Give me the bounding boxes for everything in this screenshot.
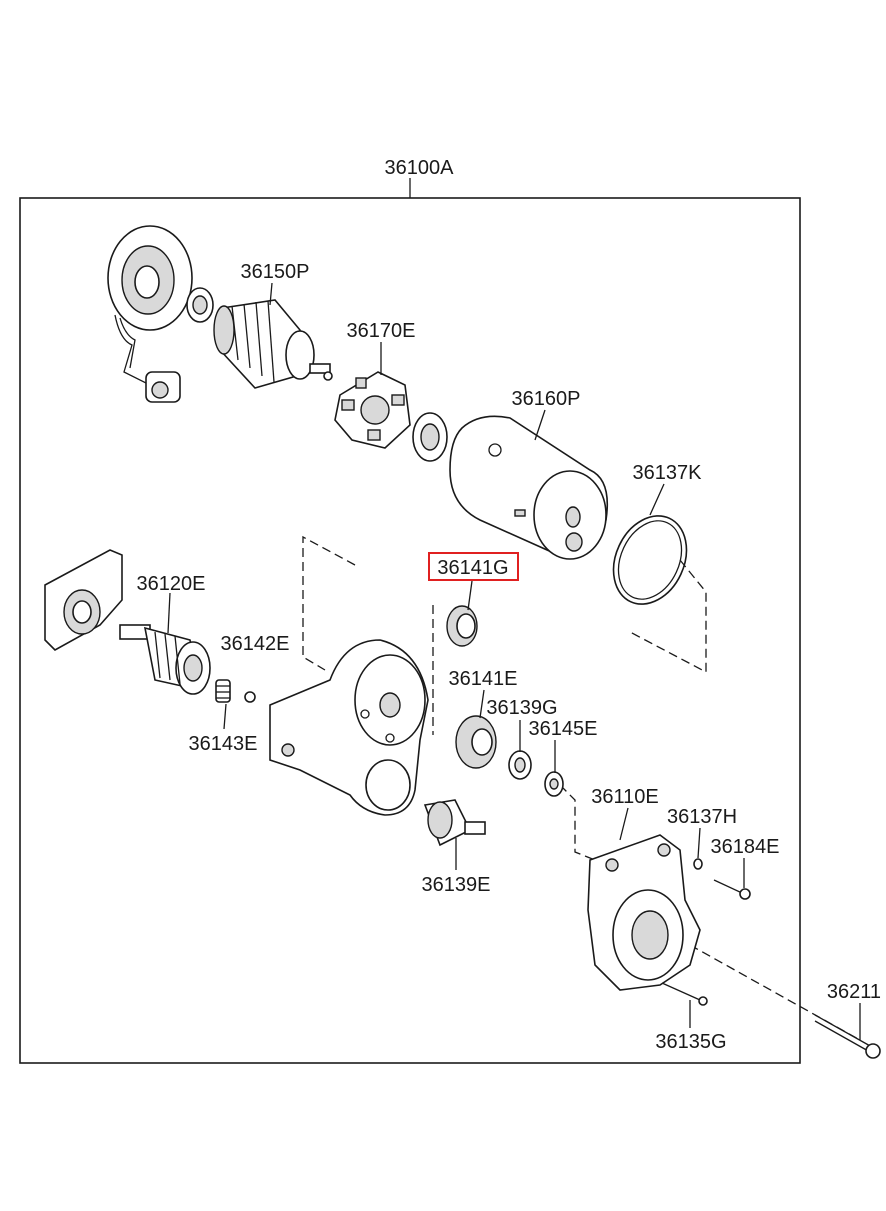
steel-ball-drawing: [244, 691, 256, 703]
label-36141E: 36141E: [449, 668, 518, 690]
screw-36184E-drawing: [713, 879, 751, 900]
idle-gear-drawing: [455, 715, 497, 769]
label-36110E: 36110E: [591, 786, 658, 808]
label-36135G: 36135G: [655, 1031, 726, 1053]
label-36141G[interactable]: 36141G: [437, 557, 508, 579]
screw-36135G-drawing: [661, 982, 708, 1006]
o-ring-drawing: [612, 515, 688, 605]
label-36150P: 36150P: [241, 261, 310, 283]
label-36143E: 36143E: [189, 733, 258, 755]
label-36142E: 36142E: [221, 633, 290, 655]
yoke-drawing: [449, 415, 609, 560]
label-36120E: 36120E: [137, 573, 206, 595]
label-36184E: 36184E: [711, 836, 780, 858]
rear-bearing-drawing: [186, 287, 214, 323]
clutch-drawing: [423, 799, 486, 847]
roller-drawing: [508, 750, 532, 780]
label-36137H: 36137H: [667, 806, 737, 828]
label-36211: 36211: [827, 981, 881, 1003]
label-36170E: 36170E: [347, 320, 416, 342]
gear-housing-drawing: [269, 639, 429, 816]
label-36139G: 36139G: [486, 697, 557, 719]
leader-lines: [167, 282, 861, 1040]
washer-drawing: [544, 771, 564, 797]
armature-drawing: [213, 299, 333, 389]
front-bearing-drawing: [412, 412, 448, 462]
rear-cover-drawing: [107, 225, 193, 403]
brush-holder-drawing: [334, 371, 411, 449]
highlight-box: [428, 552, 519, 581]
small-o-ring-drawing: [693, 858, 703, 870]
solenoid-drawing: [44, 549, 211, 695]
label-36160P: 36160P: [512, 388, 581, 410]
spring-drawing: [215, 679, 231, 703]
through-bolt-drawing: [814, 1014, 881, 1059]
small-gear-drawing: [446, 605, 478, 647]
label-36137K: 36137K: [633, 462, 703, 484]
front-bracket-drawing: [587, 834, 701, 991]
assembly-label: 36100A: [385, 157, 455, 179]
label-36139E: 36139E: [422, 874, 491, 896]
label-36145E: 36145E: [529, 718, 598, 740]
